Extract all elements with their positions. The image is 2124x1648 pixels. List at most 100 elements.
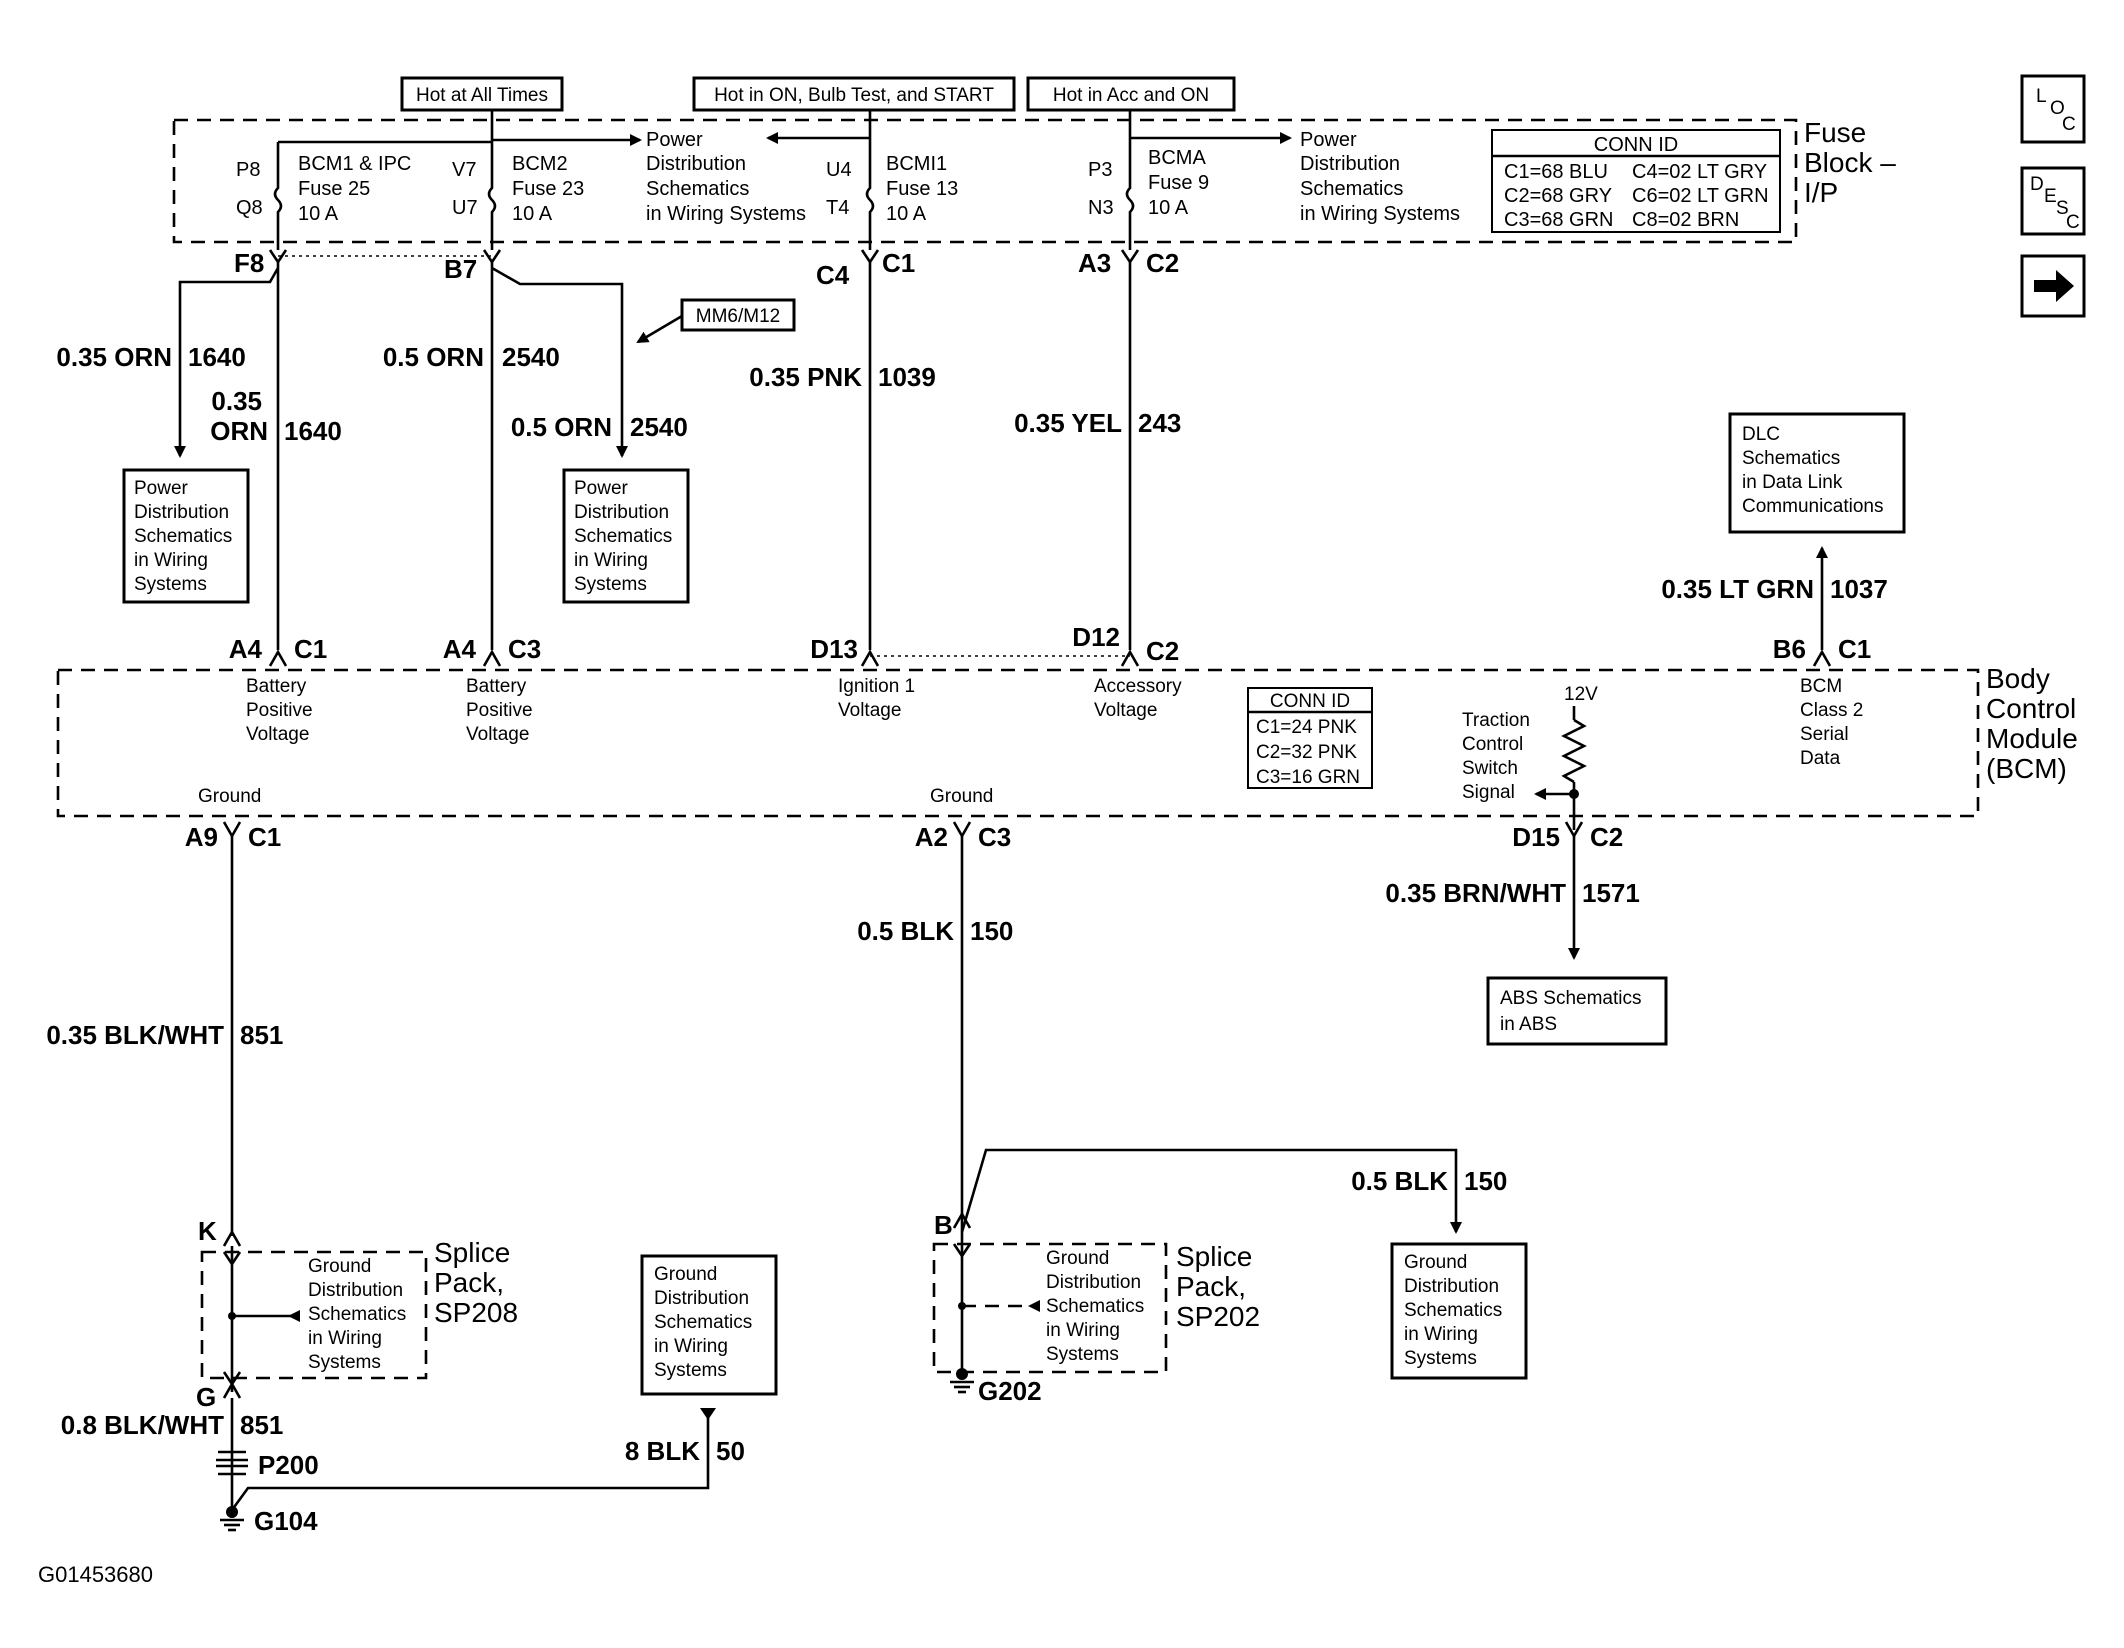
svg-text:SP208: SP208: [434, 1297, 518, 1328]
svg-text:A3: A3: [1078, 248, 1111, 278]
bcm-ground2-label: Ground: [930, 786, 993, 807]
ref-box-pds2[interactable]: Power Distribution Schematics in Wiring …: [562, 468, 690, 604]
svg-text:0.8 BLK/WHT: 0.8 BLK/WHT: [61, 1410, 224, 1440]
svg-text:0.35 YEL: 0.35 YEL: [1014, 408, 1122, 438]
svg-text:8 BLK: 8 BLK: [625, 1436, 700, 1466]
svg-text:B6: B6: [1773, 634, 1806, 664]
fuse-23: V7 U7 BCM2 Fuse 23 10 A: [452, 120, 642, 250]
svg-text:Distribution: Distribution: [646, 153, 746, 175]
svg-text:Power: Power: [574, 478, 629, 499]
wire-label-1640b: 0.35 ORN 1640: [210, 386, 342, 446]
bcm-signal-ignition: Ignition 1 Voltage: [838, 676, 915, 721]
right-arrow-icon: [2034, 270, 2074, 302]
svg-text:Distribution: Distribution: [308, 1280, 403, 1301]
wire-label-851b: 0.8 BLK/WHT 851: [61, 1410, 284, 1440]
svg-text:Ground: Ground: [308, 1256, 371, 1277]
svg-text:SP202: SP202: [1176, 1301, 1260, 1332]
ref-box-abs[interactable]: ABS Schematics in ABS: [1486, 976, 1668, 1046]
svg-text:in Wiring: in Wiring: [1404, 1324, 1478, 1345]
circuit-1640-branch: [174, 267, 280, 458]
wire-label-1037: 0.35 LT GRN 1037: [1661, 574, 1888, 604]
svg-text:10 A: 10 A: [1148, 197, 1189, 219]
svg-text:Ground: Ground: [654, 1264, 717, 1285]
circuit-150-branch: [960, 1148, 1462, 1234]
svg-text:Schematics: Schematics: [134, 526, 232, 547]
svg-text:C2=68 GRY: C2=68 GRY: [1504, 185, 1612, 207]
svg-text:Schematics: Schematics: [646, 178, 749, 200]
ref-box-gnd1[interactable]: Ground Distribution Schematics in Wiring…: [640, 1254, 778, 1396]
svg-text:Class 2: Class 2: [1800, 700, 1863, 721]
svg-text:C3=16 GRN: C3=16 GRN: [1256, 767, 1360, 788]
bcm-bottom-pins: A9 C1 A2 C3 D15 C2: [185, 822, 1624, 852]
bcm-top-pins: A4 C1 A4 C3 D13 D12 C2 B6 C1: [229, 622, 1872, 666]
svg-text:BCM1 & IPC: BCM1 & IPC: [298, 153, 411, 175]
svg-text:C1: C1: [882, 248, 915, 278]
svg-text:C2: C2: [1146, 248, 1179, 278]
svg-text:0.5 BLK: 0.5 BLK: [857, 916, 954, 946]
splice-pack-sp202: [932, 1242, 1168, 1374]
bcm-outline: [56, 668, 1980, 818]
svg-text:U7: U7: [452, 197, 478, 219]
circuit-50-wire: [230, 1408, 710, 1511]
svg-text:C2: C2: [1590, 822, 1623, 852]
svg-text:T4: T4: [826, 197, 849, 219]
svg-text:Systems: Systems: [654, 1360, 727, 1381]
svg-text:N3: N3: [1088, 197, 1114, 219]
desc-letter-s: S: [2056, 198, 2069, 219]
svg-text:Hot in ON, Bulb Test, and STAR: Hot in ON, Bulb Test, and START: [714, 85, 994, 106]
svg-text:in Wiring: in Wiring: [654, 1336, 728, 1357]
svg-text:ABS Schematics: ABS Schematics: [1500, 988, 1642, 1009]
svg-text:MM6/M12: MM6/M12: [696, 306, 780, 327]
wire-label-1039: 0.35 PNK 1039: [749, 362, 936, 392]
svg-text:10 A: 10 A: [886, 203, 927, 225]
svg-text:Ground: Ground: [1046, 1248, 1109, 1269]
bcm-ground1-label: Ground: [198, 786, 261, 807]
desc-letter-e: E: [2044, 186, 2057, 207]
svg-text:Signal: Signal: [1462, 782, 1515, 803]
ref-box-dlc[interactable]: DLC Schematics in Data Link Communicatio…: [1728, 412, 1906, 534]
loc-letter-o: O: [2050, 98, 2065, 119]
splice-pack-sp208: [200, 1250, 428, 1380]
hot-in-acc-tag: Hot in Acc and ON: [1026, 76, 1236, 112]
connector-p200: P200: [216, 1450, 319, 1480]
svg-text:1640: 1640: [284, 416, 342, 446]
ref-box-gnd2[interactable]: Ground Distribution Schematics in Wiring…: [1390, 1242, 1528, 1380]
svg-text:P200: P200: [258, 1450, 319, 1480]
svg-text:0.35 LT GRN: 0.35 LT GRN: [1661, 574, 1814, 604]
svg-text:DLC: DLC: [1742, 424, 1780, 445]
svg-text:851: 851: [240, 1020, 283, 1050]
svg-text:CONN ID: CONN ID: [1594, 134, 1678, 156]
svg-text:Q8: Q8: [236, 197, 263, 219]
svg-text:C3=68 GRN: C3=68 GRN: [1504, 209, 1614, 231]
svg-text:2540: 2540: [630, 412, 688, 442]
svg-text:Traction: Traction: [1462, 710, 1530, 731]
loc-letter-c: C: [2062, 114, 2076, 135]
next-page-button[interactable]: [2020, 254, 2086, 318]
svg-text:U4: U4: [826, 159, 852, 181]
svg-text:Voltage: Voltage: [1094, 700, 1157, 721]
svg-text:P8: P8: [236, 159, 260, 181]
svg-text:Battery: Battery: [246, 676, 307, 697]
hot-at-all-times-tag: Hot at All Times: [400, 76, 564, 112]
loc-button[interactable]: L O C: [2020, 74, 2086, 144]
wire-label-243: 0.35 YEL 243: [1014, 408, 1181, 438]
svg-text:Switch: Switch: [1462, 758, 1518, 779]
ref-box-pds1[interactable]: Power Distribution Schematics in Wiring …: [122, 468, 250, 604]
sp208-pin-g: G: [196, 1382, 216, 1412]
svg-text:C1: C1: [1838, 634, 1871, 664]
bcm-title: Body Control Module (BCM): [1986, 663, 2078, 784]
svg-text:G104: G104: [254, 1506, 318, 1536]
svg-text:B7: B7: [444, 254, 477, 284]
svg-text:A9: A9: [185, 822, 218, 852]
sp208-text: Ground Distribution Schematics in Wiring…: [308, 1256, 406, 1373]
wire-label-2540b: 0.5 ORN 2540: [511, 412, 688, 442]
svg-text:Fuse 23: Fuse 23: [512, 178, 584, 200]
svg-text:Ground: Ground: [1404, 1252, 1467, 1273]
svg-text:Body: Body: [1986, 663, 2050, 694]
wire-label-1640a: 0.35 ORN 1640: [56, 342, 245, 372]
svg-text:D15: D15: [1512, 822, 1560, 852]
desc-button[interactable]: D E S C: [2020, 166, 2086, 236]
svg-text:Block –: Block –: [1804, 147, 1896, 178]
svg-text:12V: 12V: [1564, 684, 1598, 705]
